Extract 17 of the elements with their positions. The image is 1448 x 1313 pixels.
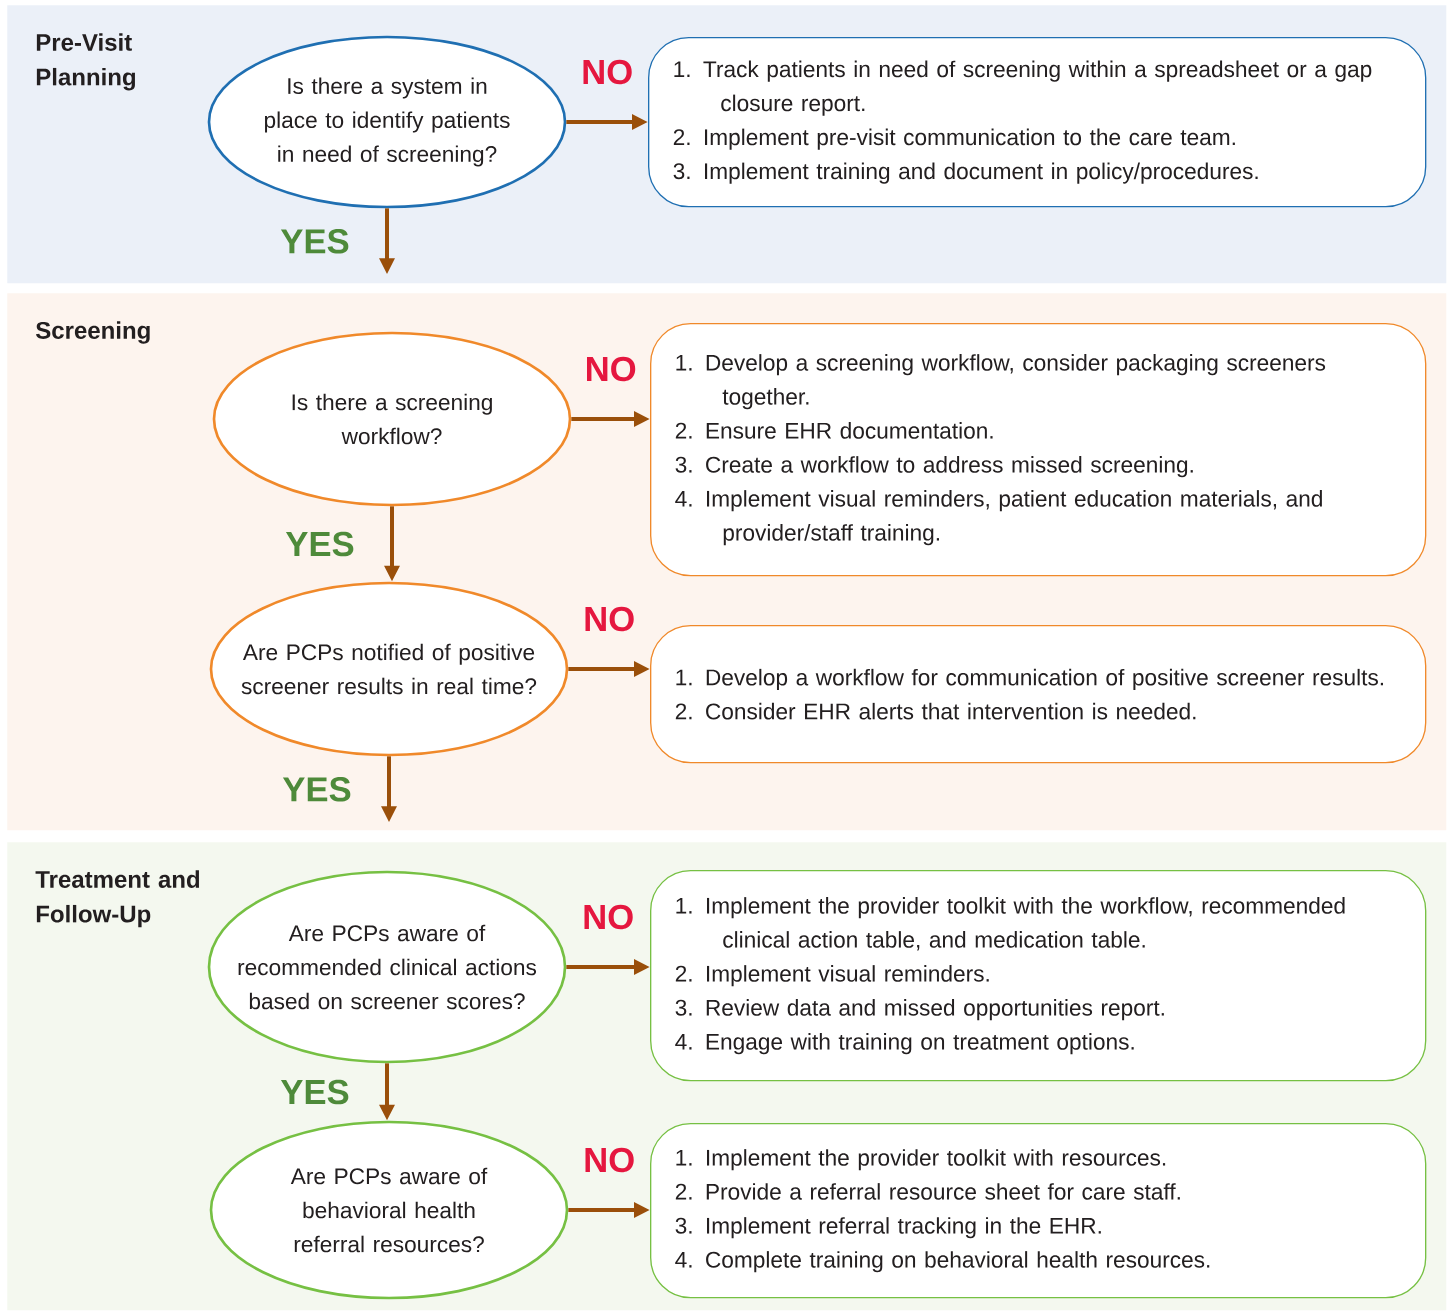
- action-box: 1. Track patients in need of screening within a spreadsheet or a gap closure report. 2. Implement pre-visit communication to the care team. 3. Implement training and document in policy/procedures.: [648, 37, 1427, 208]
- section-heading: Screening: [35, 321, 150, 344]
- section-heading: Pre-Visit Planning: [36, 33, 135, 91]
- edge-label: NO: [585, 606, 634, 632]
- edge-label: YES: [285, 531, 354, 557]
- edge-label: NO: [583, 59, 632, 85]
- edge-label: YES: [282, 777, 351, 802]
- edge-label: NO: [587, 356, 636, 382]
- action-box: 1. Develop a screening workflow, consider packaging screeners together. 2. Ensure EHR documentation. 3. Create a workflow to address missed screening. 4. Implement visual reminders, patient education materials, and provider/staff training.: [650, 323, 1427, 577]
- section-heading: Treatment and Follow-Up: [35, 870, 200, 928]
- edge-label: NO: [584, 904, 633, 930]
- edge-label: NO: [585, 1147, 634, 1173]
- action-box: 1. Implement the provider toolkit with resources. 2. Provide a referral resource sheet for care staff. 3. Implement referral tracking in the EHR. 4. Complete training on behavioral health resources.: [650, 1123, 1427, 1299]
- edge-label: YES: [280, 229, 349, 254]
- action-box: 1. Implement the provider toolkit with the workflow, recommended clinical action table, and medication table. 2. Implement visual reminders. 3. Review data and missed opportunities report. 4. Engage with training on treatment options.: [650, 870, 1427, 1082]
- edge-label: YES: [280, 1079, 349, 1105]
- action-box: 1. Develop a workflow for communication of positive screener results. 2. Consider EHR alerts that intervention is needed.: [650, 625, 1427, 764]
